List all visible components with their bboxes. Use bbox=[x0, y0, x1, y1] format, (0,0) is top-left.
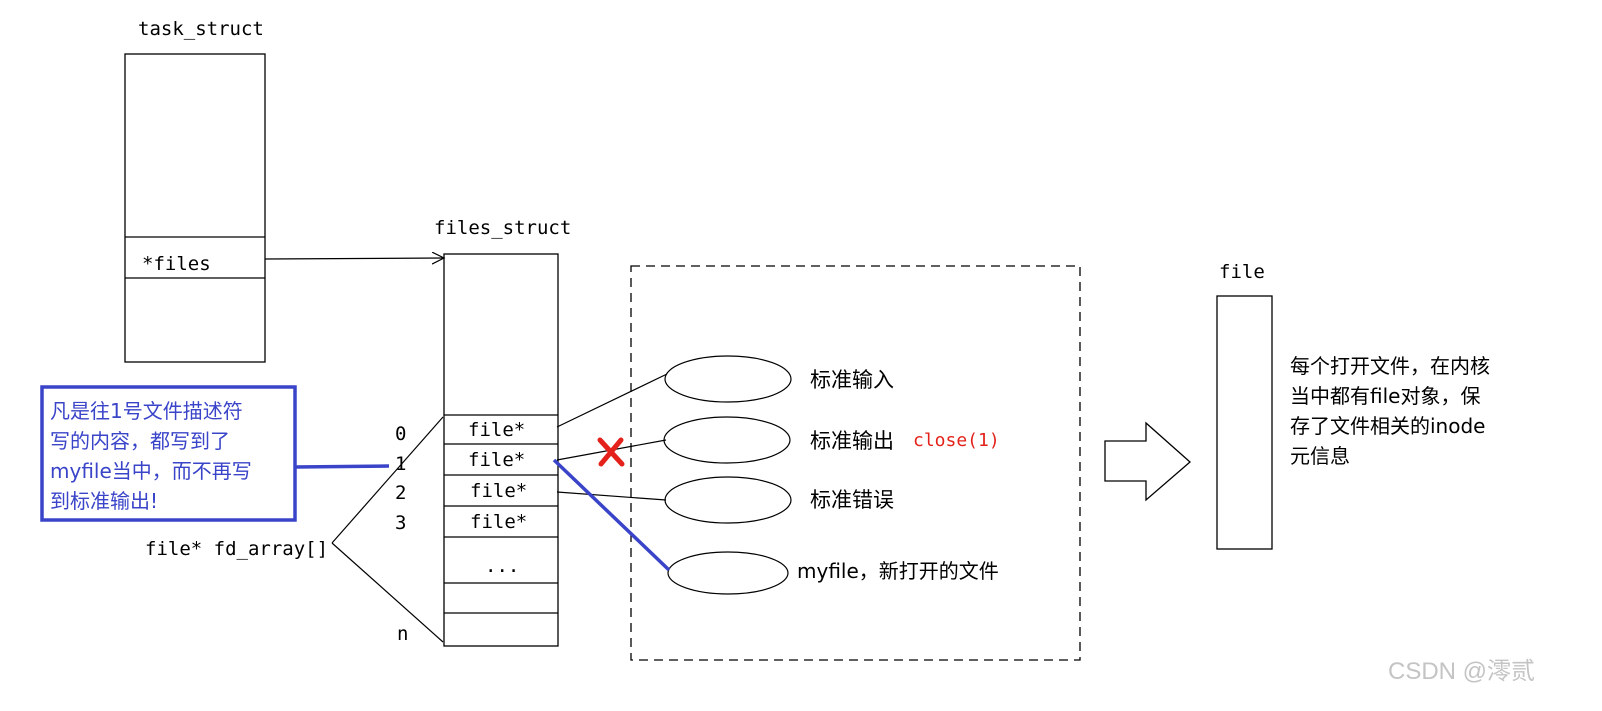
task-struct-title: task_struct bbox=[138, 18, 264, 40]
fd-index-0: 0 bbox=[395, 423, 406, 445]
fd-index-2: 2 bbox=[395, 482, 406, 504]
fd-index-1: 1 bbox=[395, 453, 406, 475]
files-struct: files_struct file* file* file* file* ...… bbox=[395, 217, 571, 647]
blue-note: 凡是往1号文件描述符 写的内容，都写到了 myfile当中，而不再写 到标准输出… bbox=[40, 385, 390, 522]
stdout-label: 标准输出 bbox=[810, 429, 894, 453]
description-line-1: 每个打开文件，在内核 bbox=[1290, 354, 1490, 378]
fd-index-n: n bbox=[397, 623, 408, 645]
watermark: CSDN @澪贰 bbox=[1388, 658, 1535, 685]
fd-slot-3: file* bbox=[470, 511, 527, 533]
description-line-2: 当中都有file对象，保 bbox=[1290, 384, 1480, 408]
blue-note-line-2: 写的内容，都写到了 bbox=[50, 429, 230, 453]
fd-slot-ellipsis: ... bbox=[485, 555, 519, 577]
brace-line-bottom bbox=[331, 542, 444, 643]
task-struct-files-field: *files bbox=[142, 253, 211, 275]
blue-note-line-4: 到标准输出! bbox=[50, 489, 158, 513]
files-struct-title: files_struct bbox=[434, 217, 571, 239]
description-line-4: 元信息 bbox=[1290, 444, 1350, 468]
task-struct-box bbox=[124, 53, 266, 363]
stderr-ellipse bbox=[664, 476, 792, 524]
fd-slot-2: file* bbox=[470, 480, 527, 502]
file-description: 每个打开文件，在内核 当中都有file对象，保 存了文件相关的inode 元信息 bbox=[1290, 354, 1490, 468]
file-struct-title: file bbox=[1219, 261, 1265, 283]
stdin-label: 标准输入 bbox=[810, 368, 894, 392]
fd0-to-stdin-line bbox=[556, 373, 668, 428]
file-object-stdin: 标准输入 bbox=[664, 355, 894, 403]
brace-line-top bbox=[331, 416, 444, 544]
fd-array-brace: file* fd_array[] bbox=[145, 416, 444, 643]
close-annotation: close(1) bbox=[913, 430, 1000, 451]
blue-note-line-1: 凡是往1号文件描述符 bbox=[50, 399, 243, 423]
file-objects-dashed-region bbox=[630, 265, 1081, 661]
blue-note-box bbox=[40, 385, 297, 522]
files-struct-box bbox=[443, 253, 559, 647]
file-struct: file bbox=[1216, 261, 1273, 550]
fd-slot-1: file* bbox=[468, 449, 525, 471]
file-object-myfile: myfile，新打开的文件 bbox=[667, 551, 999, 595]
fd1-to-myfile-line bbox=[552, 458, 671, 572]
files-pointer-arrow bbox=[264, 258, 444, 259]
block-arrow-icon bbox=[1104, 421, 1191, 502]
fd-index-3: 3 bbox=[395, 512, 406, 534]
file-struct-box bbox=[1216, 295, 1273, 550]
stdin-ellipse bbox=[664, 355, 792, 403]
stderr-label: 标准错误 bbox=[810, 488, 894, 512]
myfile-ellipse bbox=[667, 551, 789, 595]
stdout-ellipse bbox=[663, 416, 791, 464]
description-line-3: 存了文件相关的inode bbox=[1290, 414, 1485, 438]
file-object-stderr: 标准错误 bbox=[664, 476, 894, 524]
task-struct: task_struct *files bbox=[124, 18, 266, 363]
blue-note-connector bbox=[294, 464, 390, 469]
file-object-stdout: 标准输出 close(1) bbox=[663, 416, 1000, 464]
fd2-to-stderr-line bbox=[556, 491, 667, 501]
blue-note-line-3: myfile当中，而不再写 bbox=[50, 459, 252, 483]
red-x-icon bbox=[597, 437, 625, 467]
myfile-label: myfile，新打开的文件 bbox=[797, 559, 999, 583]
fd-slot-0: file* bbox=[468, 419, 525, 441]
fd-array-label: file* fd_array[] bbox=[145, 538, 328, 560]
